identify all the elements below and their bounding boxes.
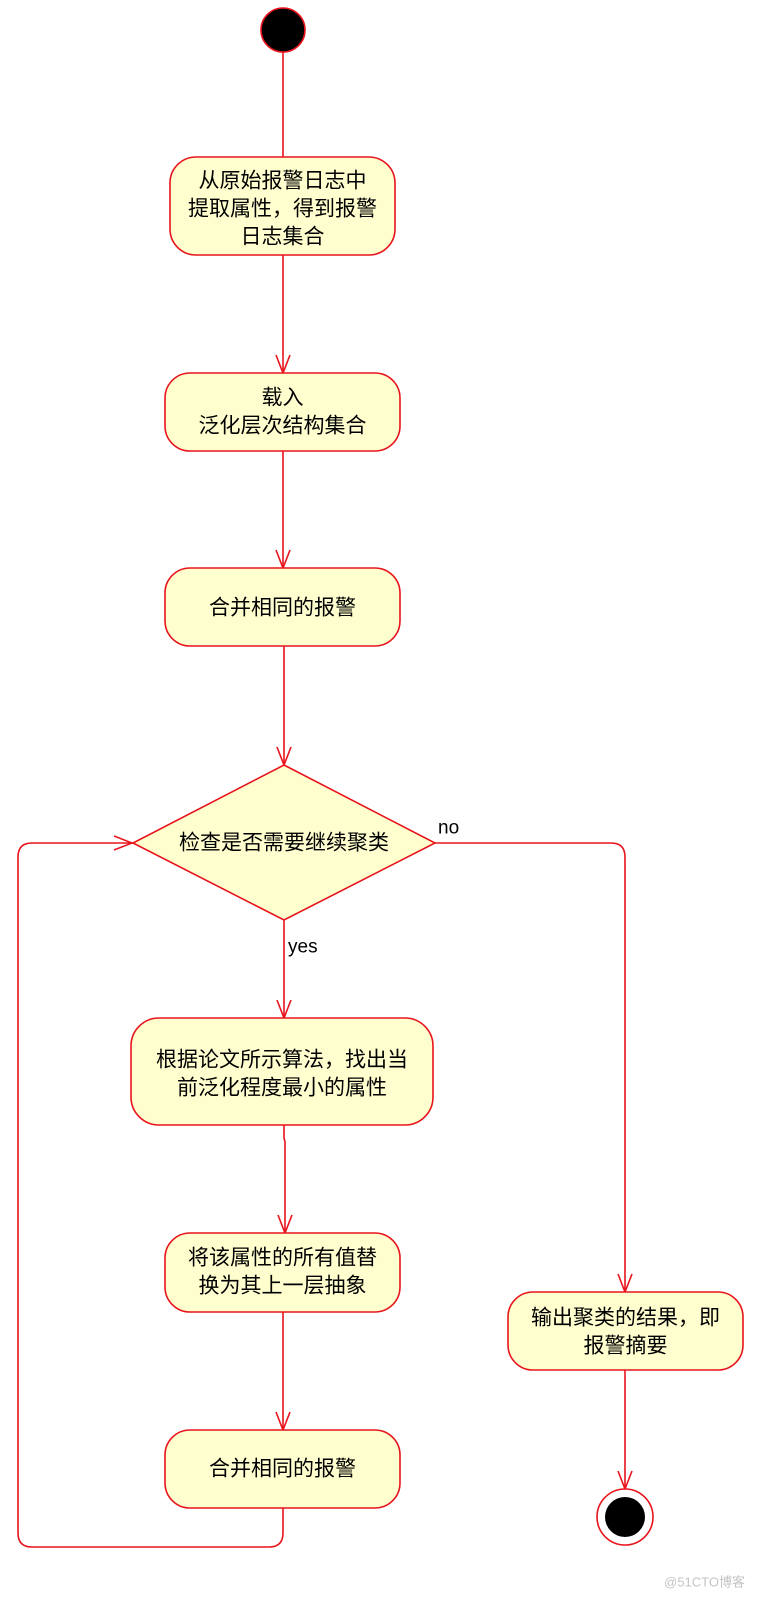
activity-output-results: 输出聚类的结果，即 报警摘要 [507,1291,744,1371]
activity-box [164,1429,401,1509]
end-node [596,1488,654,1546]
guard-no-label: no [438,818,459,839]
activity-box [164,372,401,452]
start-node [260,7,306,53]
activity-label-line: 合并相同的报警 [209,1458,356,1481]
activity-label-line: 合并相同的报警 [209,597,356,620]
activity-box [507,1291,744,1371]
end-node-core [605,1497,645,1537]
activity-load-hierarchy: 载入 泛化层次结构集合 [164,372,401,452]
connector-decision-no [435,842,633,1295]
activity-box [130,1017,434,1126]
activity-label-line: 报警摘要 [584,1335,668,1358]
activity-label-line: 换为其上一层抽象 [199,1275,367,1298]
activity-label-line: 从原始报警日志中 [199,170,367,193]
connector-merge-to-decision [276,646,292,768]
connector-replace-to-merge [275,1312,291,1433]
activity-label-line: 根据论文所示算法，找出当 [156,1049,408,1072]
decision-label: 检查是否需要继续聚类 [179,832,389,855]
connector-extract-to-load [275,255,291,376]
activity-label-line: 泛化层次结构集合 [199,415,367,438]
activity-replace-values: 将该属性的所有值替 换为其上一层抽象 [164,1232,401,1313]
connector-line [435,842,626,1292]
activity-label-line: 将该属性的所有值替 [188,1247,377,1270]
activity-box [164,1232,401,1313]
connector-line [283,1125,286,1233]
connector-find-to-replace [277,1125,293,1236]
connector-output-to-end [617,1370,633,1492]
connector-line [17,842,284,1548]
activity-label-line: 输出聚类的结果，即 [531,1307,720,1330]
guard-yes-label: yes [288,937,318,958]
connector-decision-yes [276,920,292,1021]
activity-box [164,567,401,647]
activity-merge-alerts-second: 合并相同的报警 [164,1429,401,1509]
activity-extract-attributes: 从原始报警日志中 提取属性，得到报警 日志集合 [169,156,396,256]
activity-label-line: 前泛化程度最小的属性 [177,1077,387,1100]
connector-load-to-merge [275,451,291,571]
activity-label-line: 载入 [262,387,304,410]
activity-label-line: 提取属性，得到报警 [188,198,377,221]
activity-label-line: 日志集合 [241,226,325,249]
activity-box [169,156,396,256]
decision-continue-clustering: 检查是否需要继续聚类 [131,764,437,921]
decision-diamond [131,764,437,921]
activity-find-attribute: 根据论文所示算法，找出当 前泛化程度最小的属性 [130,1017,434,1126]
watermark: @51CTO博客 [664,1575,745,1590]
activity-merge-alerts-first: 合并相同的报警 [164,567,401,647]
